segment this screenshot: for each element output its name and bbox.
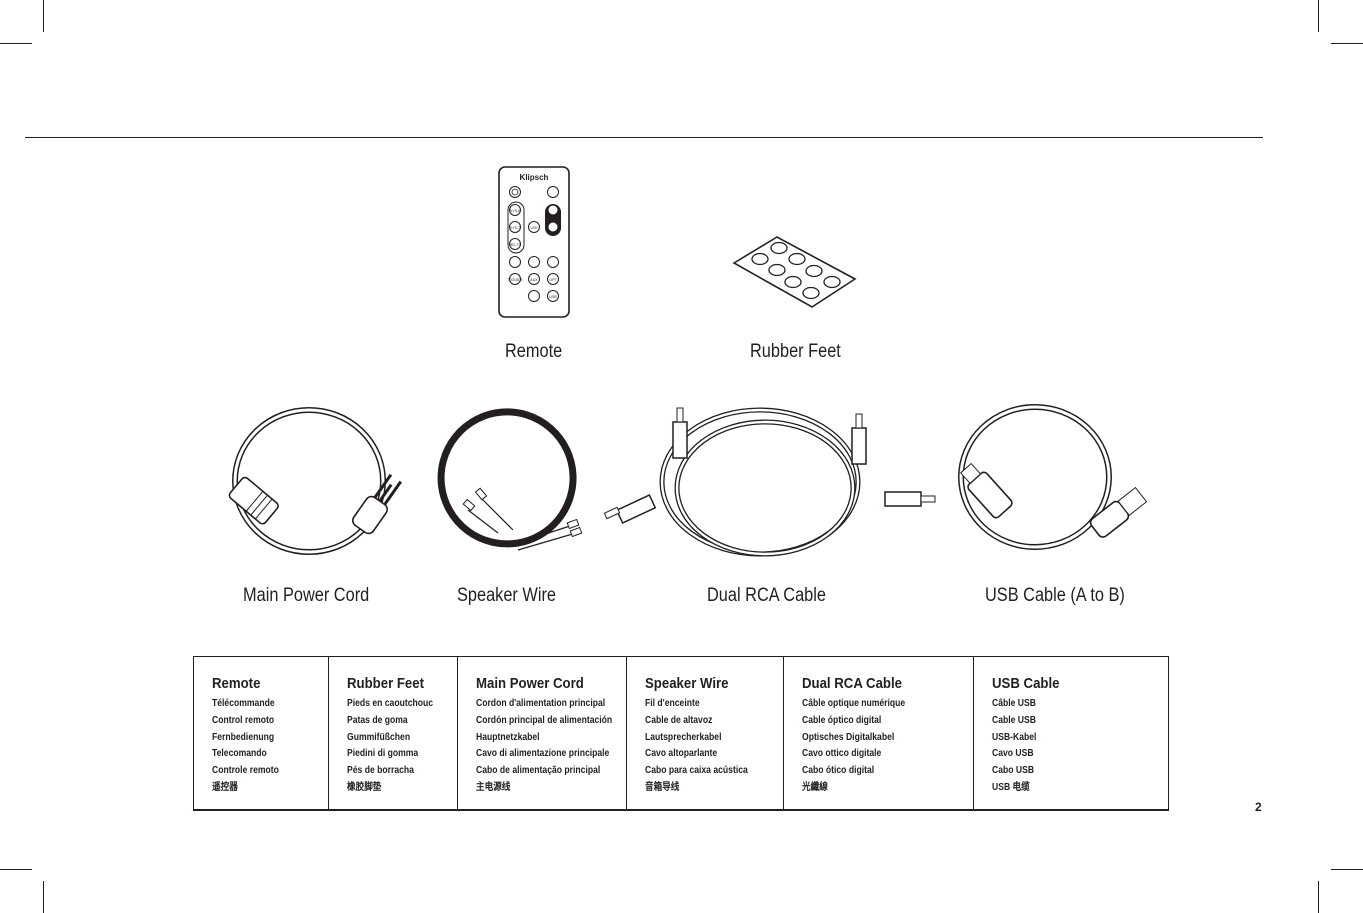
rubber-feet-illustration (732, 236, 857, 308)
column-title: Remote (212, 675, 261, 692)
dual-rca-cable-label: Dual RCA Cable (707, 585, 826, 606)
translation-item: Câble optique numérique (802, 698, 906, 709)
remote-button-label: SYS-6 (510, 209, 520, 213)
crop-mark (1331, 43, 1363, 44)
translation-item: Optisches Digitalkabel (802, 731, 895, 743)
translation-item: Hauptnetzkabel (476, 731, 540, 743)
remote-button-label: BD-77 (510, 243, 520, 247)
translation-item: Cordon d'alimentation principal (476, 698, 606, 709)
column-title: USB Cable (992, 675, 1060, 692)
crop-mark (43, 881, 44, 913)
remote-button-label: SYS-7 (510, 226, 520, 230)
remote-button-label: OPT (549, 278, 557, 282)
translation-item: USB 电缆 (992, 781, 1030, 793)
translation-item: Gummifüßchen (347, 731, 411, 743)
translation-item: Lautsprecherkabel (645, 731, 722, 743)
translation-item: Telecomando (212, 748, 267, 760)
translation-item: Cabo ótico digital (802, 765, 875, 777)
translation-item: Cavo ottico digitale (802, 748, 882, 760)
column-title: Dual RCA Cable (802, 675, 903, 692)
translation-item: Cavo USB (992, 748, 1034, 760)
translation-column-remote: Remote Télécommande Control remoto Fernb… (194, 657, 329, 809)
translation-item: Fil d'enceinte (645, 698, 700, 709)
translation-item: Cable USB (992, 714, 1036, 726)
crop-mark (43, 0, 44, 32)
translation-item: Cavo di alimentazione principale (476, 748, 610, 760)
crop-mark (1318, 0, 1319, 32)
translation-column-rubber-feet: Rubber Feet Pieds en caoutchouc Patas de… (329, 657, 458, 809)
crop-mark (1331, 869, 1363, 870)
crop-mark (1318, 881, 1319, 913)
dual-rca-cable-illustration (603, 407, 936, 557)
translation-column-main-power-cord: Main Power Cord Cordon d'alimentation pr… (458, 657, 627, 809)
translation-item: Pieds en caoutchouc (347, 698, 434, 709)
translation-table: Remote Télécommande Control remoto Fernb… (193, 656, 1169, 811)
translation-item: Cable óptico digital (802, 714, 882, 726)
speaker-wire-illustration (437, 408, 583, 551)
usb-cable-label: USB Cable (A to B) (985, 585, 1125, 606)
remote-illustration: Klipsch SYS-6 SYS-7 BD-77 LED TOOLBOX AU… (498, 166, 570, 318)
translation-item: Cordón principal de alimentación (476, 714, 613, 726)
translation-item: 遥控器 (212, 781, 238, 793)
main-power-cord-label: Main Power Cord (243, 585, 370, 606)
column-title: Speaker Wire (645, 675, 729, 692)
speaker-wire-label: Speaker Wire (457, 585, 556, 606)
translation-column-speaker-wire: Speaker Wire Fil d'enceinte Cable de alt… (627, 657, 784, 809)
translation-item: USB-Kabel (992, 731, 1037, 743)
remote-button-label: LED (531, 226, 538, 230)
translation-item: Fernbedienung (212, 731, 275, 743)
translation-item: 音箱导线 (645, 781, 680, 793)
translation-item: Piedini di gomma (347, 748, 419, 760)
translation-item: Télécommande (212, 698, 275, 709)
remote-button-label: TOOLBOX (507, 278, 523, 282)
translation-item: Câble USB (992, 698, 1036, 709)
translation-item: 橡胶脚垫 (347, 781, 382, 793)
remote-label: Remote (505, 341, 563, 362)
rubber-feet-label: Rubber Feet (750, 341, 841, 362)
page-number: 2 (1255, 800, 1262, 814)
crop-mark (0, 43, 32, 44)
column-title: Rubber Feet (347, 675, 425, 692)
translation-item: Pés de borracha (347, 765, 414, 777)
translation-item: Patas de goma (347, 714, 408, 726)
remote-brand-text: Klipsch (520, 173, 549, 182)
remote-button-label: AUX (530, 278, 538, 282)
translation-item: 光纖線 (802, 781, 828, 793)
translation-item: Control remoto (212, 714, 275, 726)
translation-column-usb-cable: USB Cable Câble USB Cable USB USB-Kabel … (974, 657, 1168, 809)
translation-item: Cable de altavoz (645, 714, 713, 726)
translation-item: Cabo USB (992, 765, 1035, 777)
main-power-cord-illustration (228, 407, 402, 555)
translation-item: Cavo altoparlante (645, 748, 718, 760)
usb-cable-illustration (958, 404, 1148, 550)
header-rule (25, 137, 1263, 138)
remote-button-label: USB (549, 295, 557, 299)
translation-item: Cabo para caixa acústica (645, 765, 748, 777)
column-title: Main Power Cord (476, 675, 584, 692)
translation-column-dual-rca-cable: Dual RCA Cable Câble optique numérique C… (784, 657, 974, 809)
translation-item: 主电源线 (476, 781, 511, 793)
translation-item: Cabo de alimentação principal (476, 765, 601, 777)
translation-item: Controle remoto (212, 765, 279, 777)
crop-mark (0, 869, 32, 870)
